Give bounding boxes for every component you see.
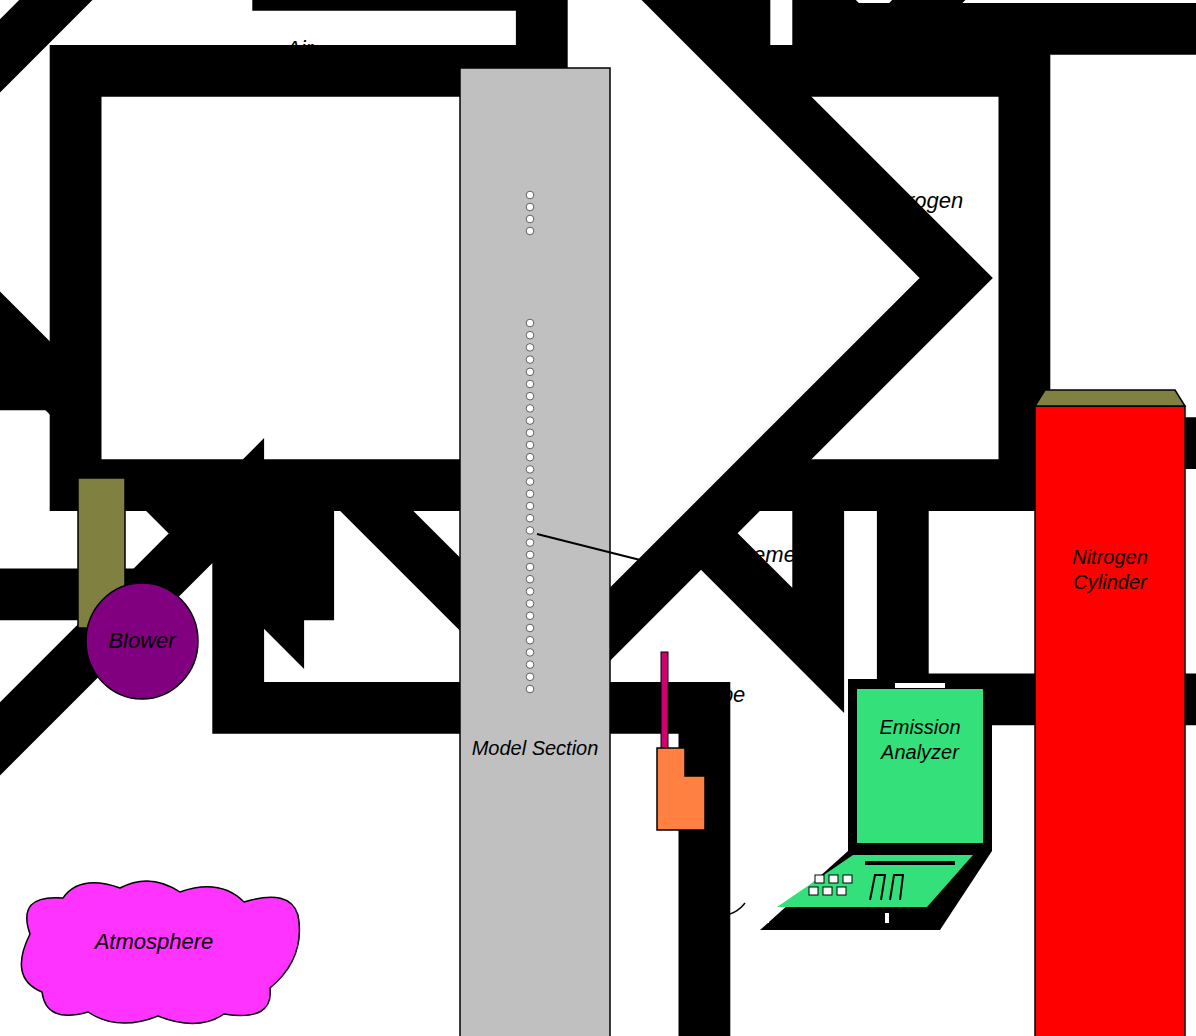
leader-tip (653, 558, 664, 569)
analyzer-key (837, 887, 846, 895)
model-column (460, 68, 610, 1036)
atmosphere-cloud (21, 881, 299, 1024)
node-label: Blower (108, 627, 175, 655)
analyzer-base (760, 851, 992, 930)
node-text-box: Atmosphere (48, 912, 260, 972)
blower: Blower (72, 476, 202, 701)
probe: Probe (655, 652, 710, 832)
node-text-box: Blower (86, 604, 198, 678)
analyzer-foot (885, 913, 889, 923)
probe-tip (661, 652, 668, 752)
node-shape (745, 675, 995, 945)
analyzer-deck (777, 855, 973, 907)
flow-label: Air (286, 36, 313, 62)
analyzer-lid-frame (848, 679, 992, 851)
node-label: Probe (687, 681, 746, 709)
probe-handle (657, 748, 705, 830)
atmosphere: Atmosphere (8, 872, 300, 1032)
analyzer-key (829, 875, 838, 883)
node-text-box: Nitrogen Cylinder (1039, 530, 1181, 610)
node-shape (460, 68, 610, 1036)
analyzer-handle (895, 683, 945, 688)
analyzer-screen (857, 689, 983, 843)
node-text-box: Probe (681, 678, 751, 712)
node-text-box: Model Section (465, 708, 605, 788)
analyzer-key (843, 875, 852, 883)
analyzer-socket (870, 875, 903, 900)
emission-analyzer: Emission Analyzer (745, 675, 995, 945)
blower-housing (86, 583, 198, 699)
model-section: Model Section (460, 68, 610, 1036)
nitrogen-cylinder: Nitrogen Cylinder (1033, 390, 1187, 1036)
node-shape (72, 476, 202, 701)
node-label: Atmosphere (95, 928, 214, 956)
node-shape (1033, 390, 1187, 1036)
node-label: Model Section (472, 736, 599, 761)
flow-label: Nitrogen (880, 188, 963, 214)
node-shape (655, 652, 710, 832)
analyzer-slot (865, 861, 955, 865)
node-label: Nitrogen Cylinder (1039, 545, 1181, 595)
analyzer-key (823, 887, 832, 895)
cylinder-cap (1035, 390, 1185, 406)
analyzer-key (809, 887, 818, 895)
node-label: Emission Analyzer (859, 715, 981, 765)
part-label: Measurement Port (672, 540, 822, 599)
cylinder-body (1035, 406, 1185, 1036)
analyzer-key (815, 875, 824, 883)
analyzer-foot (765, 913, 769, 923)
node-text-box: Emission Analyzer (859, 697, 981, 783)
